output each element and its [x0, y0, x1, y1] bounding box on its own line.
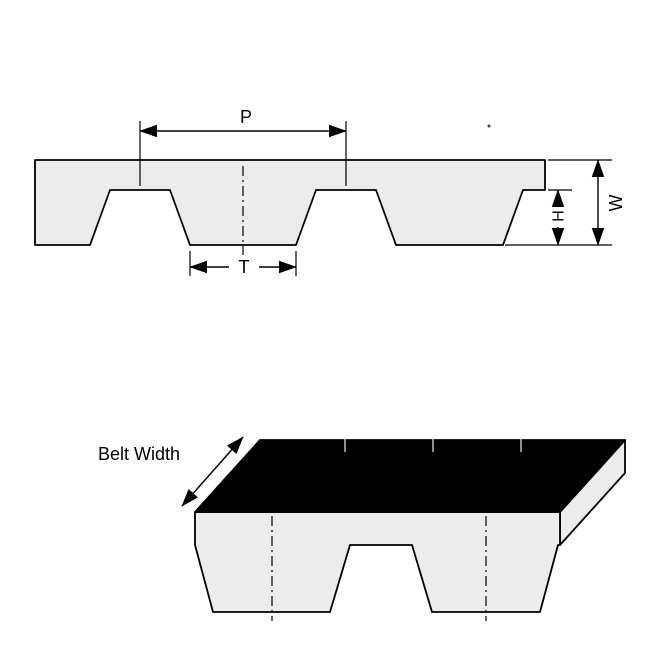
belt-top-surface: [194, 439, 626, 513]
tooth-height-label: H: [551, 210, 568, 222]
stray-dot: [487, 124, 491, 128]
pitch-label: P: [240, 107, 252, 127]
tooth-width-label: T: [239, 257, 250, 277]
belt-width-label: Belt Width: [98, 444, 180, 464]
belt-profile-shape: [34, 159, 546, 246]
profile-section: P T H W: [34, 107, 626, 277]
belt-width-arrow: [181, 436, 244, 507]
perspective-section: Belt Width: [98, 436, 626, 621]
pitch-dimension: P: [139, 107, 347, 186]
tooth-width-dimension: T: [189, 251, 297, 277]
belt-front-face: [194, 511, 561, 613]
belt-width-dimension: Belt Width: [98, 436, 244, 507]
belt-thickness-label: W: [606, 195, 626, 212]
belt-thickness-dimension: W: [505, 159, 626, 246]
tooth-height-dimension: H: [548, 189, 572, 246]
